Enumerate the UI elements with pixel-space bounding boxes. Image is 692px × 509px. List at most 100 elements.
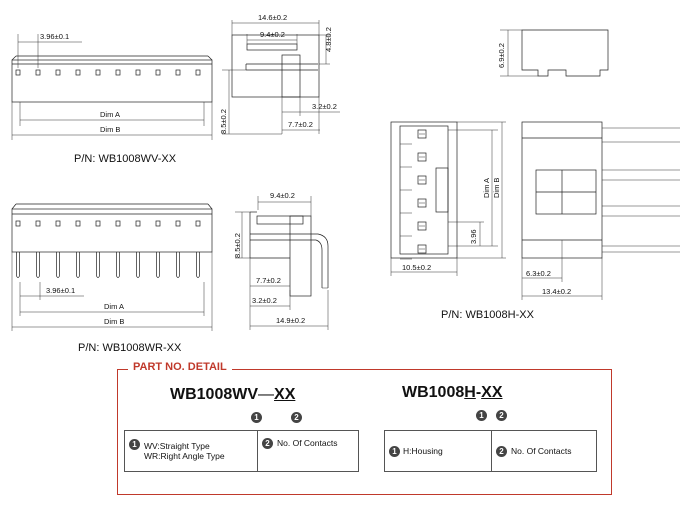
wr-dim-b-label: Dim B bbox=[104, 317, 124, 326]
wr-part-number: P/N: WB1008WR-XX bbox=[78, 342, 182, 354]
left-detail-table: 1 WV:Straight Type WR:Right Angle Type 2… bbox=[124, 430, 359, 472]
wr-pin-hole bbox=[55, 220, 61, 227]
wv-pin-hole bbox=[95, 69, 101, 76]
wr-height-label: 8.5±0.2 bbox=[233, 233, 242, 258]
wv-pin-hole bbox=[115, 69, 121, 76]
wr-pin bbox=[176, 252, 180, 278]
h-contact-cell bbox=[417, 198, 427, 208]
left-variant: WV bbox=[232, 386, 259, 403]
wr-pin-hole bbox=[135, 220, 141, 227]
right-variant: H bbox=[464, 384, 476, 401]
wv-top-height-label: 4.8±0.2 bbox=[324, 27, 333, 52]
right-marker-2: 2 bbox=[496, 410, 507, 421]
wv-pin-hole bbox=[55, 69, 61, 76]
wv-offset-small-label: 3.2±0.2 bbox=[312, 102, 337, 111]
right-marker-1: 1 bbox=[476, 410, 487, 421]
h-side-small-label: 6.3±0.2 bbox=[526, 269, 551, 278]
right-dash: - bbox=[475, 384, 482, 401]
wr-pin bbox=[76, 252, 80, 278]
h-contact-cell bbox=[417, 221, 427, 231]
wv-height-label: 8.5±0.2 bbox=[219, 109, 228, 134]
wr-pin bbox=[116, 252, 120, 278]
wv-pin-hole bbox=[75, 69, 81, 76]
right-part-code: WB1008H-XX bbox=[402, 384, 502, 402]
h-part-number: P/N: WB1008H-XX bbox=[441, 309, 535, 321]
right-desc-marker-1: 1 bbox=[389, 445, 400, 457]
wr-dim-a-label: Dim A bbox=[104, 302, 124, 311]
wv-front-view: 3.96±0.1 Dim A Dim B bbox=[11, 32, 213, 140]
part-detail-title: PART NO. DETAIL bbox=[128, 361, 232, 373]
right-detail-table: 1 H:Housing 2 No. Of Contacts bbox=[384, 430, 597, 472]
wv-pin-hole bbox=[155, 69, 161, 76]
left-desc-2: No. Of Contacts bbox=[277, 438, 338, 448]
wr-pin bbox=[96, 252, 100, 278]
wr-pin bbox=[16, 252, 20, 278]
h-front-width-label: 10.5±0.2 bbox=[402, 263, 431, 272]
wr-pin-hole bbox=[95, 220, 101, 227]
wr-pitch-label: 3.96±0.1 bbox=[46, 286, 75, 295]
wv-offset-mid-label: 7.7±0.2 bbox=[288, 120, 313, 129]
wr-pin-hole bbox=[195, 220, 201, 227]
wr-width-inner-label: 9.4±0.2 bbox=[270, 191, 295, 200]
right-desc-2: No. Of Contacts bbox=[511, 446, 572, 456]
left-desc-cell-1: 1 WV:Straight Type WR:Right Angle Type bbox=[125, 431, 258, 471]
h-contact-cell bbox=[417, 244, 427, 254]
right-desc-cell-2: 2 No. Of Contacts bbox=[492, 431, 575, 471]
wr-width-total-label: 14.9±0.2 bbox=[276, 316, 305, 325]
left-desc-marker-2: 2 bbox=[262, 438, 273, 449]
wv-width-total-label: 14.6±0.2 bbox=[258, 13, 287, 22]
left-part-code: WB1008WV—XX bbox=[170, 386, 295, 404]
h-contact-cell bbox=[417, 129, 427, 139]
wr-side-view: 9.4±0.2 8.5±0.2 7.7±0.2 3.2±0.2 14.9±0.2 bbox=[233, 191, 329, 330]
wr-pin bbox=[56, 252, 60, 278]
wv-pin-hole bbox=[35, 69, 41, 76]
wr-pin-hole bbox=[35, 220, 41, 227]
wr-pin-hole bbox=[15, 220, 21, 227]
h-pitch-label: 3.96 bbox=[469, 229, 478, 244]
left-dash: — bbox=[258, 386, 275, 403]
right-suffix: XX bbox=[481, 384, 503, 401]
left-desc-cell-2: 2 No. Of Contacts bbox=[258, 431, 341, 471]
wr-pin-hole bbox=[75, 220, 81, 227]
wr-offset-mid-label: 7.7±0.2 bbox=[256, 276, 281, 285]
wr-pin-hole bbox=[115, 220, 121, 227]
left-desc-1-line-2: WR:Right Angle Type bbox=[144, 451, 225, 461]
wv-width-inner-label: 9.4±0.2 bbox=[260, 30, 285, 39]
wv-pitch-label: 3.96±0.1 bbox=[40, 32, 69, 41]
left-prefix: WB1008 bbox=[170, 386, 233, 403]
h-front-view: Dim A Dim B 3.96 10.5±0.2 bbox=[390, 121, 506, 276]
wv-pin-hole bbox=[175, 69, 181, 76]
right-desc-1: H:Housing bbox=[403, 446, 443, 456]
left-desc-1-line-1: WV:Straight Type bbox=[144, 441, 210, 451]
left-suffix: XX bbox=[274, 386, 296, 403]
left-marker-1: 1 bbox=[251, 412, 262, 423]
wr-front-view: 3.96±0.1 Dim A Dim B bbox=[11, 203, 213, 331]
wv-pin-hole bbox=[15, 69, 21, 76]
wr-pin bbox=[36, 252, 40, 278]
wr-offset-small-label: 3.2±0.2 bbox=[252, 296, 277, 305]
h-contact-cell bbox=[417, 152, 427, 162]
wv-pin-hole bbox=[135, 69, 141, 76]
h-dim-b-label: Dim B bbox=[492, 178, 501, 198]
wr-pin-hole bbox=[175, 220, 181, 227]
wv-dim-b-label: Dim B bbox=[100, 125, 120, 134]
h-side-view: 6.3±0.2 13.4±0.2 bbox=[521, 121, 680, 300]
right-desc-cell-1: 1 H:Housing bbox=[385, 431, 492, 471]
wr-pin bbox=[196, 252, 200, 278]
h-contact-cell bbox=[417, 175, 427, 185]
part-detail-box bbox=[117, 369, 612, 495]
wv-pin-hole bbox=[195, 69, 201, 76]
wr-pin-hole bbox=[155, 220, 161, 227]
right-desc-marker-2: 2 bbox=[496, 445, 507, 457]
left-desc-marker-1: 1 bbox=[129, 439, 140, 450]
h-top-height-label: 6.9±0.2 bbox=[497, 43, 506, 68]
wr-pin bbox=[156, 252, 160, 278]
wv-dim-a-label: Dim A bbox=[100, 110, 120, 119]
wv-side-view: 14.6±0.2 9.4±0.2 4.8±0.2 8.5±0.2 3.2±0.2… bbox=[219, 13, 340, 135]
h-side-total-label: 13.4±0.2 bbox=[542, 287, 571, 296]
h-dim-a-label: Dim A bbox=[482, 178, 491, 198]
wv-part-number: P/N: WB1008WV-XX bbox=[74, 153, 177, 165]
left-marker-2: 2 bbox=[291, 412, 302, 423]
right-prefix: WB1008 bbox=[402, 384, 465, 401]
